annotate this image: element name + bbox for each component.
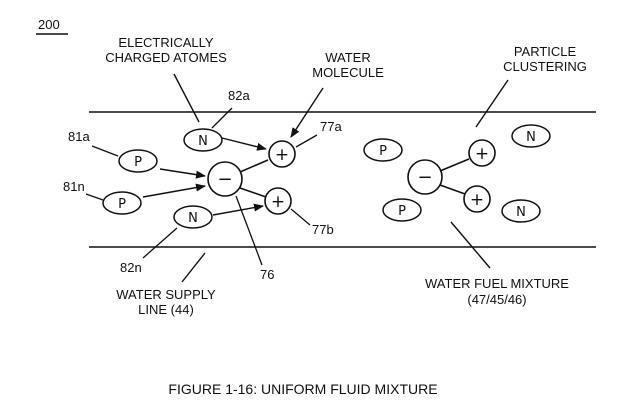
leader-particle-clustering: [475, 79, 509, 128]
svg-text:−: −: [217, 169, 232, 190]
arrow-81a-to-minus: [159, 168, 206, 179]
bond-77b: [239, 187, 267, 198]
label-water-supply: WATER SUPPLY: [116, 287, 216, 302]
svg-text:−: −: [417, 167, 432, 188]
particle-n-right-bottom: N: [501, 199, 541, 223]
bond-77a: [239, 159, 269, 173]
label-water-fuel-mixture: WATER FUEL MIXTURE: [425, 276, 569, 291]
svg-text:+: +: [275, 145, 289, 165]
leader-81n: [85, 193, 104, 201]
ref-81a: 81a: [68, 129, 90, 144]
leader-water-fuel: [450, 221, 491, 269]
particle-p-right-bottom: P: [382, 198, 422, 222]
leader-81a: [91, 145, 119, 157]
label-water-fuel-ref: (47/45/46): [467, 292, 526, 307]
figure-number: 200: [38, 17, 60, 32]
label-molecule: MOLECULE: [312, 65, 384, 80]
label-particle: PARTICLE: [514, 44, 577, 59]
bond-right-top: [439, 158, 470, 172]
arrow-81n-to-minus: [142, 183, 206, 198]
label-water: WATER: [325, 50, 371, 65]
label-electrically: ELECTRICALLY: [118, 35, 213, 50]
figure-caption: FIGURE 1-16: UNIFORM FLUID MIXTURE: [168, 381, 437, 397]
oxygen-minus-76: −: [207, 161, 243, 197]
particle-n-right-top: N: [511, 124, 551, 148]
ref-81n: 81n: [63, 179, 85, 194]
leader-77a: [295, 134, 318, 148]
ref-76: 76: [260, 267, 274, 282]
hydrogen-plus-77b: +: [264, 187, 292, 215]
particle-n-82a: N: [183, 128, 223, 152]
svg-text:P: P: [379, 144, 387, 159]
label-clustering: CLUSTERING: [503, 59, 587, 74]
particle-n-82n: N: [173, 205, 213, 229]
leader-82n: [142, 227, 178, 259]
particle-p-right-top: P: [363, 138, 403, 162]
svg-text:N: N: [526, 130, 536, 145]
label-charged-atomes: CHARGED ATOMES: [105, 50, 227, 65]
svg-text:+: +: [475, 144, 489, 164]
leader-water-supply: [181, 252, 206, 283]
hydrogen-plus-77a: +: [268, 140, 296, 168]
hydrogen-plus-right-top: +: [468, 139, 496, 167]
svg-text:+: +: [470, 190, 484, 210]
bond-right-bottom: [439, 184, 466, 195]
svg-text:P: P: [134, 155, 142, 170]
svg-text:P: P: [118, 197, 126, 212]
leader-82a: [211, 107, 233, 129]
label-supply-line-44: LINE (44): [138, 302, 194, 317]
svg-text:+: +: [271, 192, 285, 212]
svg-text:P: P: [398, 204, 406, 219]
ref-77a: 77a: [320, 119, 342, 134]
leader-charged-atomes: [173, 73, 200, 123]
arrow-82a-to-plus: [221, 137, 267, 151]
leader-76: [235, 195, 263, 266]
leader-water-molecule: [290, 87, 324, 138]
svg-text:N: N: [188, 211, 198, 226]
particle-p-81a: P: [118, 149, 158, 173]
hydrogen-plus-right-bottom: +: [463, 185, 491, 213]
ref-82n: 82n: [120, 260, 142, 275]
ref-77b: 77b: [312, 222, 334, 237]
leader-77b: [290, 208, 311, 226]
svg-text:N: N: [516, 205, 526, 220]
oxygen-minus-right: −: [407, 159, 443, 195]
svg-text:N: N: [198, 134, 208, 149]
ref-82a: 82a: [228, 88, 250, 103]
arrow-82n-to-plus: [212, 203, 264, 216]
particle-p-81n: P: [102, 191, 142, 215]
